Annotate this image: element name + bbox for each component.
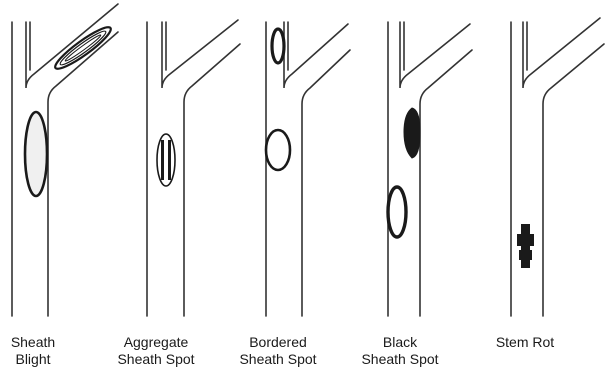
caption-line: Aggregate bbox=[106, 334, 206, 351]
lesion-bordered-upper bbox=[272, 29, 284, 63]
caption-line: Black bbox=[350, 334, 450, 351]
lesion-aggregate-spot bbox=[157, 134, 175, 186]
panel-stem-rot bbox=[511, 18, 604, 316]
caption-line: Stem Rot bbox=[480, 334, 570, 351]
lesion-black-upper bbox=[404, 108, 420, 158]
lesion-bordered-lower bbox=[266, 130, 290, 170]
caption-black-sheath-spot: Black Sheath Spot bbox=[350, 334, 450, 368]
caption-line: Sheath Spot bbox=[350, 351, 450, 368]
panel-sheath-blight bbox=[12, 4, 118, 316]
lesion-black-lower bbox=[388, 187, 406, 237]
panel-bordered-sheath-spot bbox=[266, 22, 350, 316]
lesion-elongated-on-leaf bbox=[51, 22, 114, 73]
caption-line: Bordered bbox=[228, 334, 328, 351]
caption-aggregate-sheath-spot: Aggregate Sheath Spot bbox=[106, 334, 206, 368]
caption-sheath-blight: Sheath Blight bbox=[2, 334, 64, 368]
panel-aggregate-sheath-spot bbox=[147, 20, 240, 316]
stem-outline bbox=[511, 18, 604, 316]
caption-line: Sheath Spot bbox=[228, 351, 328, 368]
lesion-stem-rot bbox=[517, 224, 534, 268]
stem-outline bbox=[388, 22, 472, 316]
lesion-oval-on-sheath bbox=[25, 112, 47, 196]
caption-line: Sheath Spot bbox=[106, 351, 206, 368]
caption-stem-rot: Stem Rot bbox=[480, 334, 570, 351]
caption-line: Sheath bbox=[2, 334, 64, 351]
panel-black-sheath-spot bbox=[388, 22, 472, 316]
caption-line: Blight bbox=[2, 351, 64, 368]
caption-bordered-sheath-spot: Bordered Sheath Spot bbox=[228, 334, 328, 368]
